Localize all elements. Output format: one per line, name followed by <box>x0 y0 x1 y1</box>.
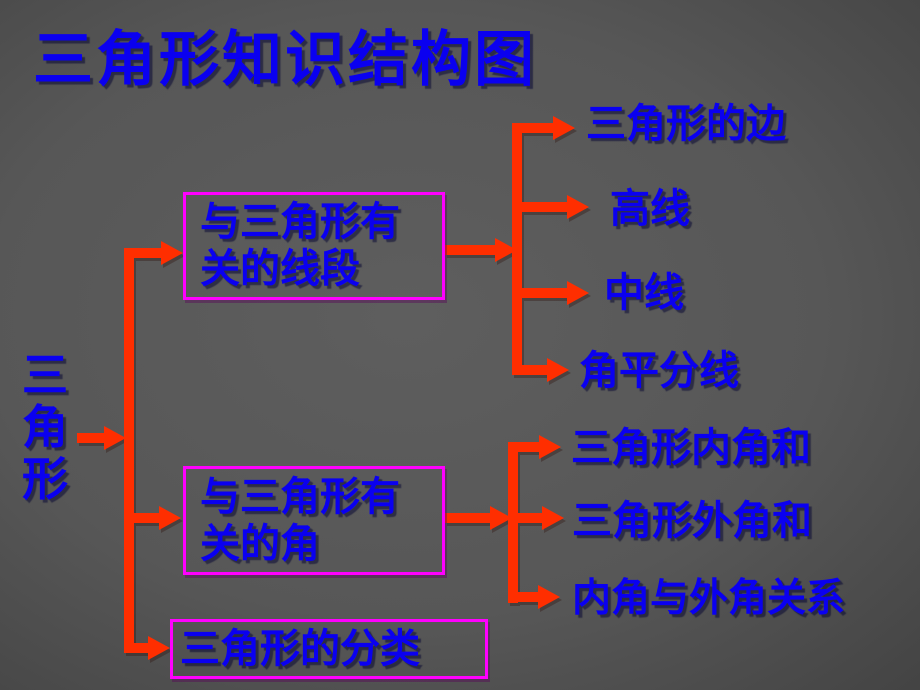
arrow-angles-out-head <box>490 506 512 530</box>
node-angles-box: 与三角形有关的角 <box>183 466 445 575</box>
arrow-interior-shaft <box>508 442 539 452</box>
node-segments-box: 与三角形有关的线段 <box>183 192 445 300</box>
node-classification-box: 三角形的分类 <box>170 619 488 679</box>
node-segments-label: 与三角形有关的线段 <box>200 199 400 292</box>
node-classification-label: 三角形的分类 <box>180 625 420 672</box>
leaf-altitude: 高线 <box>610 186 690 232</box>
arrow-to-class-shaft <box>124 643 149 653</box>
node-angles-label: 与三角形有关的角 <box>200 473 400 567</box>
arrow-to-segments-shaft <box>124 248 162 258</box>
arrow-to-segments-head <box>161 241 183 265</box>
arrow-sides-shaft <box>512 123 554 133</box>
arrow-altitude-shaft <box>522 202 568 212</box>
arrow-to-class-head <box>148 636 170 660</box>
arrow-to-angles-shaft <box>133 513 160 523</box>
angles-branch-line <box>508 442 518 603</box>
arrow-segments-out-shaft <box>445 245 496 255</box>
arrow-bisector-head <box>547 358 569 382</box>
leaf-angle-bisector: 角平分线 <box>579 348 739 394</box>
root-node-label: 三角形 <box>22 348 68 506</box>
arrow-to-angles-head <box>159 506 181 530</box>
arrow-median-head <box>567 281 589 305</box>
trunk-line <box>124 248 134 653</box>
arrow-interior-head <box>539 435 561 459</box>
arrow-angles-out-shaft <box>445 513 491 523</box>
leaf-median: 中线 <box>604 270 684 316</box>
arrow-relation-shaft <box>508 592 539 602</box>
leaf-interior-exterior-relation: 内角与外角关系 <box>572 576 846 621</box>
arrow-exterior-shaft <box>518 513 543 523</box>
arrow-sides-head <box>553 116 575 140</box>
arrow-altitude-head <box>567 195 589 219</box>
slide-title: 三角形知识结构图 <box>33 25 537 95</box>
segments-branch-line <box>512 123 522 375</box>
leaf-exterior-angle-sum: 三角形外角和 <box>572 498 812 544</box>
arrow-exterior-head <box>542 506 564 530</box>
arrow-relation-head <box>538 585 560 609</box>
arrow-root-head <box>104 426 126 450</box>
arrow-median-shaft <box>522 288 568 298</box>
leaf-triangle-sides: 三角形的边 <box>586 101 786 147</box>
leaf-interior-angle-sum: 三角形内角和 <box>571 425 811 471</box>
arrow-root-shaft <box>77 433 105 443</box>
arrow-segments-out-head <box>495 238 517 262</box>
arrow-bisector-shaft <box>512 365 548 375</box>
